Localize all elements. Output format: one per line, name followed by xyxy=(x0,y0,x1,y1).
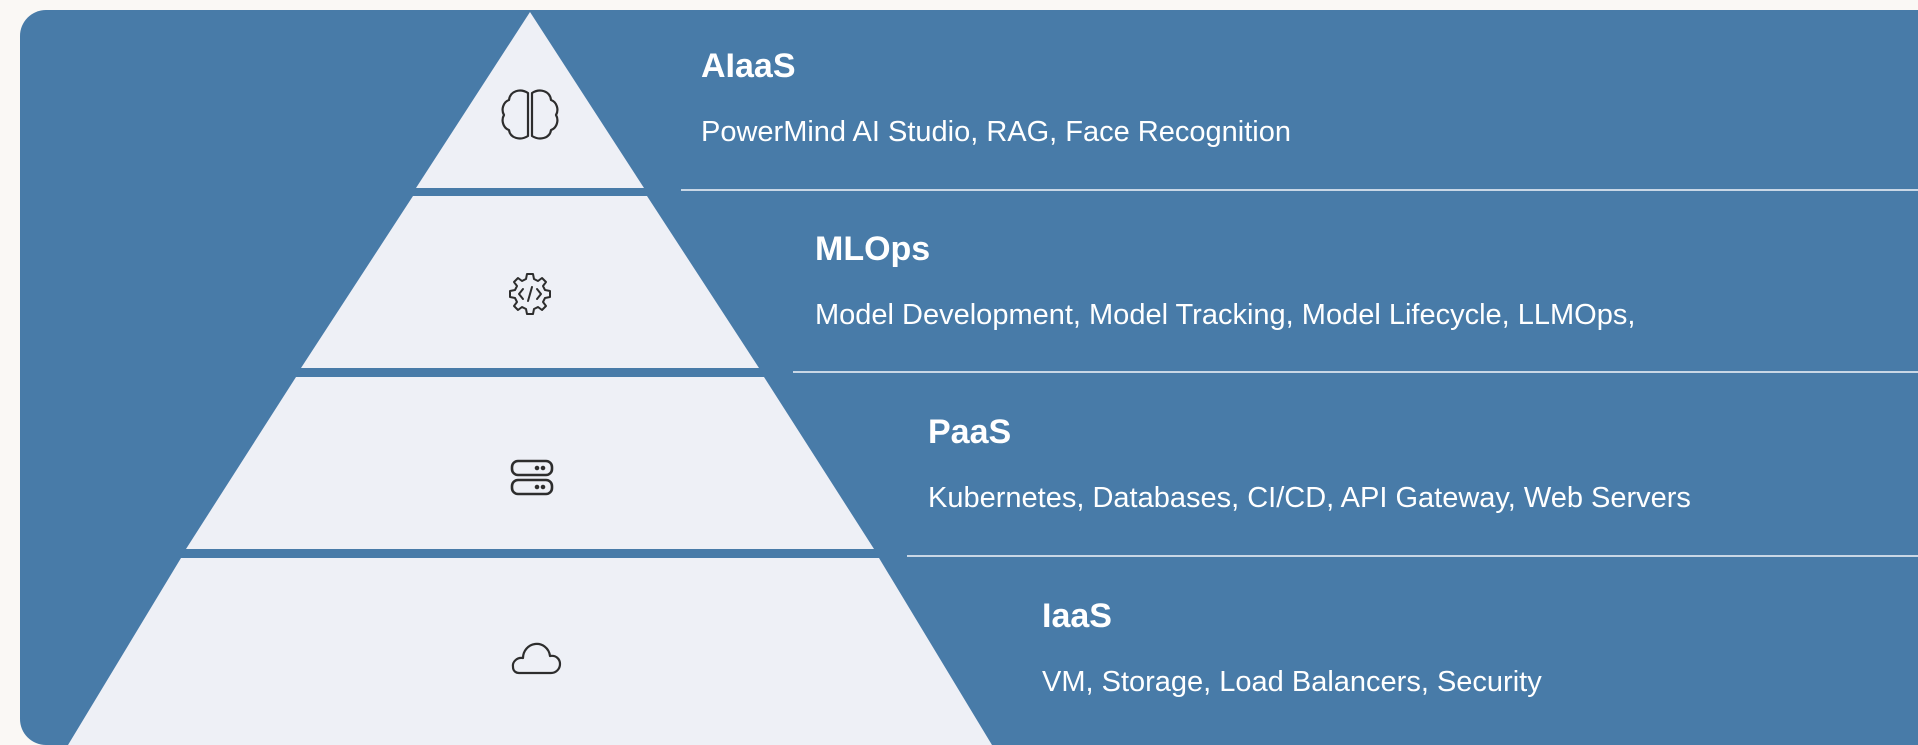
divider-paas xyxy=(907,555,1918,557)
layer-title-mlops: MLOps xyxy=(815,230,931,268)
pyramid-tier-iaas xyxy=(68,558,992,745)
code-gear-icon xyxy=(509,273,551,315)
layer-description-mlops: Model Development, Model Tracking, Model… xyxy=(815,299,1636,331)
layer-description-paas: Kubernetes, Databases, CI/CD, API Gatewa… xyxy=(928,482,1691,514)
divider-aiaas xyxy=(681,189,1918,191)
diagram-panel: AIaaS PowerMind AI Studio, RAG, Face Rec… xyxy=(20,10,1918,745)
pyramid-tier-paas xyxy=(186,377,874,549)
layer-description-iaas: VM, Storage, Load Balancers, Security xyxy=(1042,666,1542,698)
layer-title-aiaas: AIaaS xyxy=(701,47,796,85)
cloud-icon xyxy=(511,642,562,675)
pyramid-tier-aiaas xyxy=(416,12,644,188)
layer-description-aiaas: PowerMind AI Studio, RAG, Face Recogniti… xyxy=(701,116,1291,148)
brain-icon xyxy=(501,89,559,140)
divider-mlops xyxy=(793,371,1918,373)
layer-title-iaas: IaaS xyxy=(1042,597,1112,635)
pyramid-tier-mlops xyxy=(301,196,759,368)
layer-title-paas: PaaS xyxy=(928,413,1012,451)
pyramid xyxy=(68,12,992,745)
server-icon xyxy=(510,459,554,496)
